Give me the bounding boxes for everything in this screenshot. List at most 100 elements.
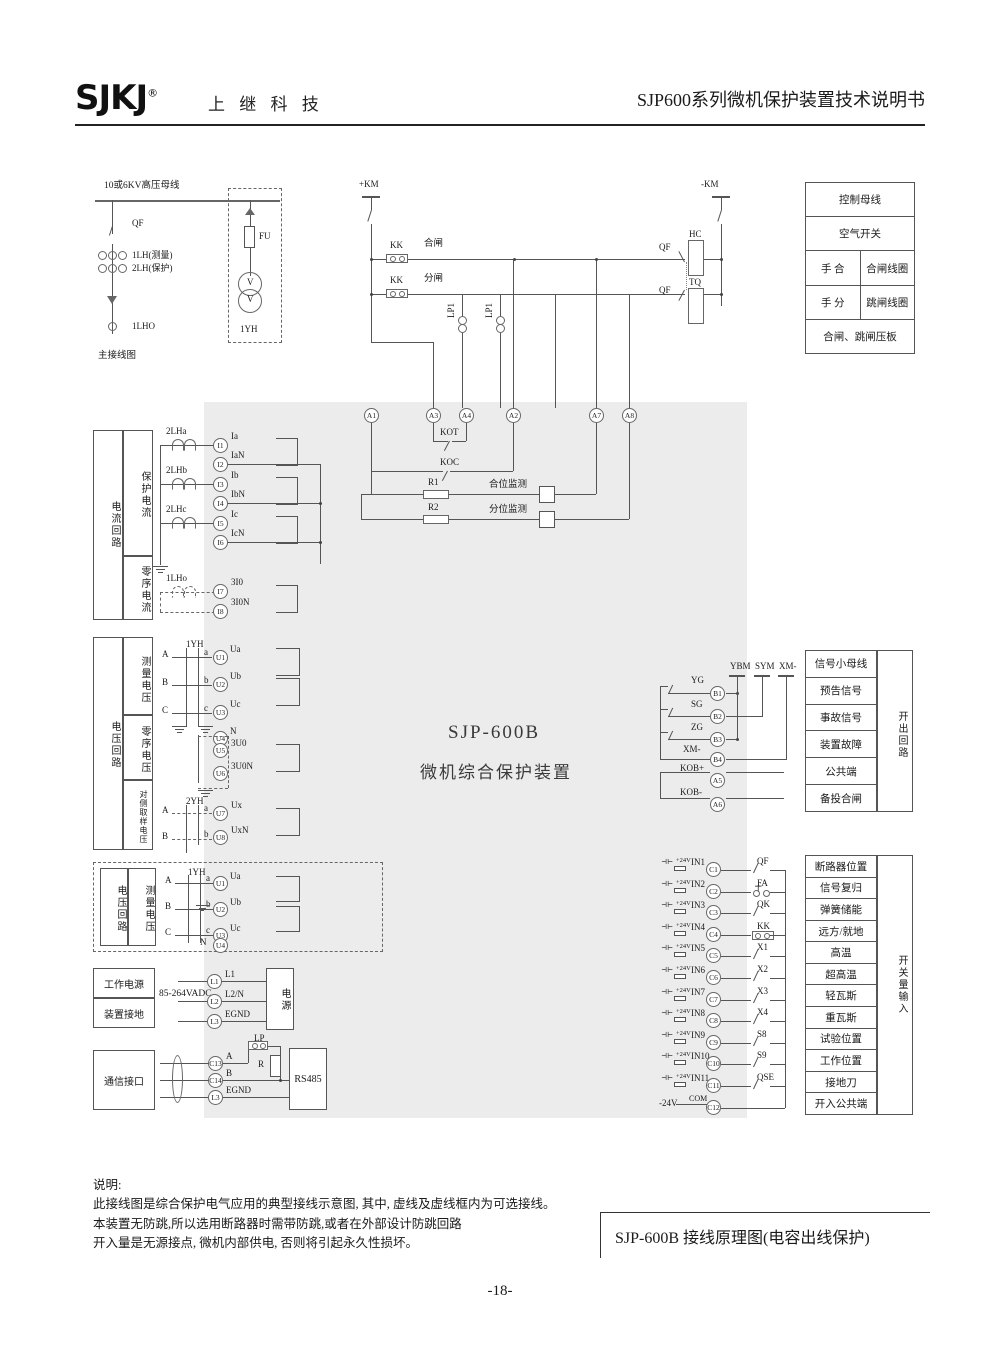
signal-uc-2: Uc: [230, 923, 241, 933]
voltage2-phase-c-out: c: [206, 925, 210, 935]
sg-line: [668, 716, 710, 717]
output-table-row: 预告信号: [806, 678, 876, 705]
voltage-circuit-group-box: [93, 637, 123, 850]
input-wire-right: [770, 1042, 785, 1044]
input-table-row: 轻瓦斯: [806, 985, 876, 1008]
r1-line-left: [371, 494, 423, 495]
input-wire-right: [770, 978, 785, 979]
kob-plus-run: [726, 772, 784, 773]
ct-2lhc-label: 2LHc: [166, 504, 187, 514]
input-table-row: 重瓦斯: [806, 1007, 876, 1029]
terminal-c9: C9: [706, 1034, 721, 1050]
zero-current-label: 零序电流: [139, 566, 150, 614]
input-table-row: 试验位置: [806, 1029, 876, 1051]
zero-sequence-ct-symbol: [108, 322, 117, 331]
power-module-box: [266, 968, 294, 1030]
comm-g-line: [160, 1097, 215, 1098]
legend-cell: 手 合: [806, 251, 861, 285]
ct-1lho-label: 1LHo: [166, 573, 187, 583]
junction-dot: [279, 1079, 282, 1082]
document-title: SJP600系列微机保护装置技术说明书: [636, 90, 925, 110]
input-channel-in11: IN11: [691, 1073, 710, 1083]
terminal-a7: A7: [589, 408, 604, 423]
r2-to-a8: [555, 519, 629, 520]
signal-icn: IcN: [231, 528, 245, 538]
voltage2-secondary-core: [200, 875, 201, 943]
ct0-label: 1LHO: [132, 321, 155, 331]
terminal-u1: U1: [213, 650, 228, 665]
terminal-a6: A6: [710, 797, 725, 812]
kk-open-label: KK: [390, 275, 403, 285]
terminal-u8: U8: [213, 830, 228, 845]
junction-dot: [720, 293, 723, 296]
internal-ct-symbol: [276, 477, 298, 505]
logo-wordmark: SJKJ: [75, 78, 148, 118]
input-wire-right: [770, 1086, 785, 1087]
pt-ground-symbol: [172, 726, 188, 734]
terminal-c4: C4: [706, 926, 721, 942]
input-fuse-symbol: [674, 1038, 686, 1044]
current-circuit-group-box: [93, 430, 123, 620]
ct-neutral-1: [220, 464, 320, 465]
notes-line-1: 此接线图是综合保护电气应用的典型接线示意图, 其中, 虚线及虚线框内为可选接线。: [93, 1197, 556, 1212]
ct-1lho-return: [160, 612, 220, 613]
ct-coil-arc: [172, 517, 184, 529]
kob-common-rail: [660, 772, 661, 798]
pt2-a-line: [172, 813, 212, 814]
ct-coil-arc: [184, 517, 196, 529]
input-channel-in1: IN1: [691, 857, 705, 867]
signal-ib: Ib: [231, 470, 239, 480]
lp-link-symbol: [248, 1041, 268, 1050]
zero-voltage-top: [198, 736, 228, 737]
contact-dot: [755, 932, 761, 939]
brand-logo: SJKJ®: [75, 78, 158, 118]
device-ground-box: [93, 998, 155, 1028]
pt-c-line: [172, 713, 212, 714]
plus24v-label: +24V: [676, 1073, 691, 1080]
legend-row: 合闸、跳闸压板: [806, 320, 914, 353]
input-wire: [721, 1107, 785, 1109]
contact-blade: [753, 1014, 759, 1025]
power-l1-to-box: [222, 981, 266, 982]
ct-coil-arc: [184, 478, 196, 490]
page-number: -18-: [487, 1283, 513, 1299]
terminal-l2: L2: [207, 994, 222, 1009]
kk-open-contact: [386, 289, 408, 298]
plus24v-supply-icon: ⊣⊢: [661, 987, 674, 996]
voltage2-b-line: [175, 909, 213, 910]
input-channel-in9: IN9: [691, 1029, 705, 1040]
terminal-u2: U2: [213, 677, 228, 692]
plus24v-label: +24V: [676, 878, 691, 886]
junction-dot: [595, 258, 598, 261]
kk-close-contact: [386, 254, 408, 263]
plus24v-supply-icon: ⊣⊢: [661, 879, 674, 888]
a1-drop: [433, 342, 434, 408]
terminal-a3: A3: [426, 408, 441, 423]
contact-blade: [753, 1035, 759, 1047]
protect-current-box: [123, 430, 153, 556]
input-fuse-symbol: [674, 930, 686, 936]
kot-lead-right: [466, 423, 467, 441]
yg-line: [668, 693, 710, 694]
ct-symbol: [118, 264, 127, 273]
kk-contact-dot: [390, 291, 396, 297]
terminal-u3: U3: [213, 705, 228, 720]
plus24v-supply-icon: ⊣⊢: [661, 901, 674, 910]
sg-label: SG: [691, 699, 703, 709]
phase-b-in: B: [162, 677, 169, 687]
plus24v-label: +24V: [676, 965, 691, 972]
r1-r2-tie: [361, 494, 362, 519]
ct-symbol: [98, 264, 107, 273]
voltage2-n-label: N: [200, 937, 207, 947]
terminal-i3: I3: [213, 477, 228, 492]
rs485-box: [289, 1048, 327, 1110]
feeder-line-2: [112, 244, 113, 334]
legend-cell: 合闸线圈: [866, 263, 909, 275]
internal-pt2-symbol: [276, 808, 300, 836]
lp1-a-label: LP1: [446, 302, 456, 318]
zero-voltage-box: [123, 715, 153, 780]
lp1-a-lead: [462, 294, 463, 316]
internal-pt-symbol-2: [276, 876, 300, 902]
contact-label-x3: X3: [757, 985, 768, 996]
input-fuse-symbol: [674, 866, 686, 871]
